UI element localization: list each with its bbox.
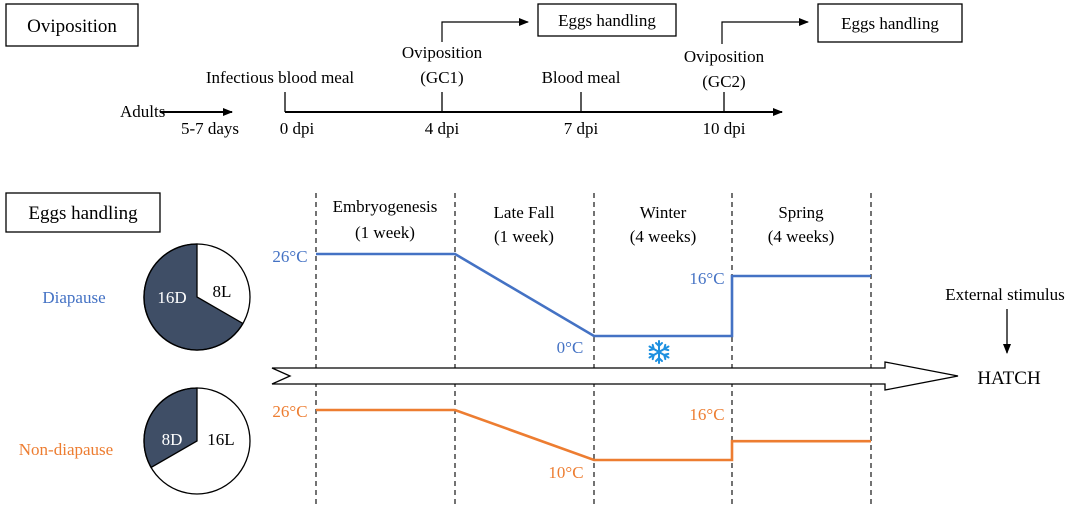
eggs-handling-box-label: Eggs handling — [28, 203, 138, 224]
oviposition-box-label: Oviposition — [27, 16, 117, 37]
condition-label-diapause: Diapause — [42, 288, 105, 307]
phase-duration: (4 weeks) — [768, 227, 835, 246]
phase-duration: (1 week) — [494, 227, 554, 246]
temp-label-non-diapause-winter: 10°C — [548, 463, 583, 482]
temp-label-diapause-winter: 0°C — [557, 338, 584, 357]
timeline-event-0: Infectious blood meal 0 dpi — [206, 68, 355, 138]
phase-duration: (1 week) — [355, 223, 415, 242]
phase-spring: Spring (4 weeks) — [768, 203, 835, 246]
pie-dark-label: 8D — [162, 430, 183, 449]
timeline-event-1: Oviposition (GC1) 4 dpi Eggs handling — [402, 3, 677, 138]
temp-label-diapause-embryogenesis: 26°C — [272, 247, 307, 266]
event-label: Oviposition — [684, 47, 765, 66]
temp-label-diapause-spring: 16°C — [689, 269, 724, 288]
temp-label-non-diapause-spring: 16°C — [689, 405, 724, 424]
snowflake-icon — [648, 340, 670, 364]
phase-duration: (4 weeks) — [630, 227, 697, 246]
eggs-handling-callout — [817, 3, 963, 43]
phase-name: Spring — [778, 203, 824, 222]
event-label-line2: (GC2) — [702, 72, 745, 91]
hatch-label: HATCH — [977, 368, 1041, 389]
pie-dark-sector — [143, 387, 198, 469]
phase-embryogenesis: Embryogenesis (1 week) — [333, 197, 438, 242]
pie-dark-label: 16D — [157, 288, 186, 307]
temp-label-non-diapause-embryogenesis: 26°C — [272, 402, 307, 421]
timeline-event-2: Blood meal 7 dpi — [542, 68, 621, 138]
external-stimulus-label: External stimulus — [945, 285, 1064, 304]
event-label: Blood meal — [542, 68, 621, 87]
eggs-handling-callout-label: Eggs handling — [558, 11, 656, 30]
event-dpi: 7 dpi — [564, 119, 599, 138]
eggs-handling-callout-label: Eggs handling — [841, 14, 939, 33]
phase-name: Late Fall — [494, 203, 555, 222]
phase-name: Embryogenesis — [333, 197, 438, 216]
phase-late-fall: Late Fall (1 week) — [494, 203, 555, 246]
pie-light-label: 16L — [207, 430, 234, 449]
phase-winter: Winter (4 weeks) — [630, 203, 697, 246]
temperature-line-non-diapause — [316, 408, 871, 462]
event-label: Infectious blood meal — [206, 68, 355, 87]
event-label-line2: (GC1) — [420, 68, 463, 87]
oviposition-box — [5, 3, 139, 47]
pie-light-label: 8L — [213, 282, 232, 301]
pre-period-label: 5-7 days — [181, 119, 239, 138]
event-dpi: 0 dpi — [280, 119, 315, 138]
eggs-handling-box — [5, 192, 161, 233]
timeline-event-3: Oviposition (GC2) 10 dpi Eggs handling — [684, 3, 963, 138]
development-arrow — [271, 361, 959, 391]
phase-boundaries — [315, 193, 872, 507]
eggs-handling-callout — [537, 3, 677, 37]
temperature-line-diapause — [316, 252, 871, 338]
event-dpi: 4 dpi — [425, 119, 460, 138]
pie-outline — [143, 243, 251, 351]
event-label: Oviposition — [402, 43, 483, 62]
photoperiod-pie-non-diapause: 8D 16L — [143, 387, 251, 495]
timeline-start-label: Adults — [120, 102, 165, 121]
condition-label-non-diapause: Non-diapause — [19, 440, 113, 459]
phase-name: Winter — [640, 203, 687, 222]
pie-outline — [143, 387, 251, 495]
handoff-arrow — [441, 18, 529, 42]
photoperiod-pie-diapause: 16D 8L — [143, 243, 251, 351]
event-dpi: 10 dpi — [703, 119, 746, 138]
handoff-arrow — [721, 18, 809, 44]
